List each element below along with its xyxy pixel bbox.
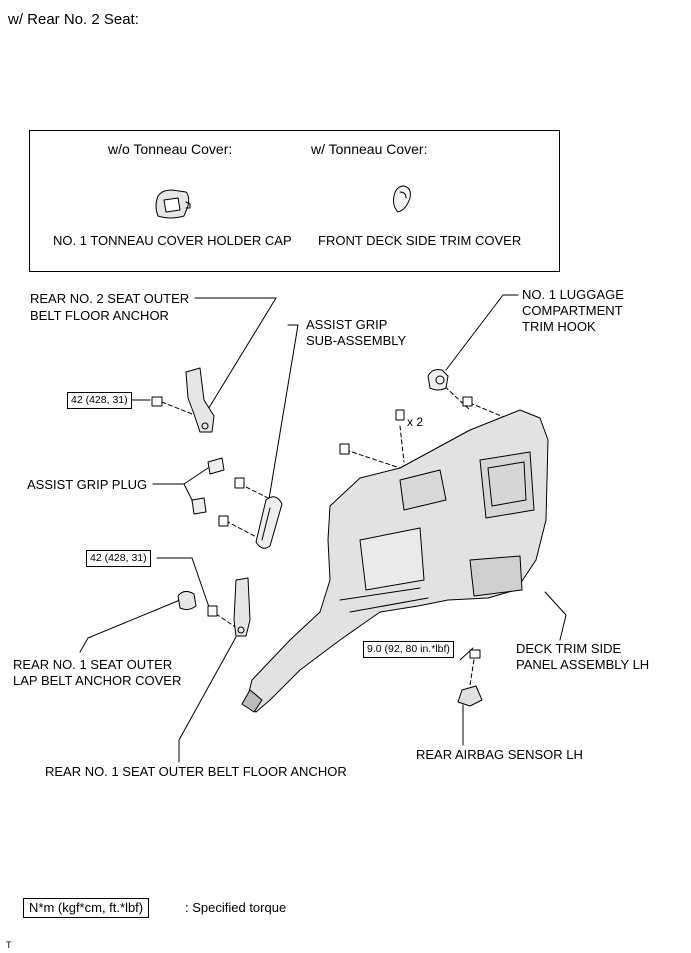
- inset-right-title: w/ Tonneau Cover:: [311, 141, 428, 157]
- label-lap-cover-line2: LAP BELT ANCHOR COVER: [13, 673, 182, 688]
- label-assist-grip-plug: ASSIST GRIP PLUG: [27, 477, 148, 492]
- torque-box-anchor-lower: 42 (428, 31): [86, 550, 151, 567]
- label-rear1-anchor: REAR NO. 1 SEAT OUTER BELT FLOOR ANCHOR: [45, 764, 347, 779]
- assist-grip-plug-part: [191, 457, 225, 515]
- inset-left-title: w/o Tonneau Cover:: [108, 141, 233, 157]
- page-heading: w/ Rear No. 2 Seat:: [8, 11, 139, 28]
- label-assist-grip-line2: SUB-ASSEMBLY: [306, 333, 407, 348]
- label-rear2-anchor: REAR NO. 2 SEAT OUTER: [30, 291, 190, 306]
- inset-right-part-label: FRONT DECK SIDE TRIM COVER: [318, 233, 522, 248]
- label-luggage-hook-line3: TRIM HOOK: [522, 319, 596, 334]
- inset-left-part-label: NO. 1 TONNEAU COVER HOLDER CAP: [53, 233, 292, 248]
- label-rear2-anchor-line2: BELT FLOOR ANCHOR: [30, 308, 169, 323]
- luggage-trim-hook-part: [427, 369, 449, 391]
- rear-no1-belt-anchor-part: [233, 577, 251, 637]
- legend-description: : Specified torque: [185, 900, 287, 915]
- label-assist-grip: ASSIST GRIP: [306, 317, 388, 332]
- rear-no2-belt-anchor-part: [185, 367, 215, 433]
- footer-mark: T: [6, 940, 12, 950]
- assist-grip-part: [255, 496, 283, 549]
- bolt-icon: [151, 396, 473, 617]
- legend-unit-box: N*m (kgf*cm, ft.*lbf): [23, 898, 150, 918]
- airbag-sensor-part: [457, 649, 483, 707]
- label-deck-panel-line2: PANEL ASSEMBLY LH: [516, 657, 650, 672]
- front-deck-side-trim-cover-icon: [393, 185, 411, 213]
- label-luggage-hook-line2: COMPARTMENT: [522, 303, 623, 318]
- torque-box-sensor: 9.0 (92, 80 in.*lbf): [363, 641, 454, 658]
- label-quantity: x 2: [407, 415, 424, 429]
- deck-trim-side-panel-part: [241, 409, 549, 713]
- torque-box-anchor-upper: 42 (428, 31): [67, 392, 132, 409]
- label-airbag-sensor: REAR AIRBAG SENSOR LH: [416, 747, 583, 762]
- label-deck-panel: DECK TRIM SIDE: [516, 641, 622, 656]
- lap-belt-anchor-cover-part: [177, 590, 197, 611]
- label-lap-cover: REAR NO. 1 SEAT OUTER: [13, 657, 173, 672]
- tonneau-cover-holder-cap-icon: [155, 189, 191, 219]
- label-luggage-hook: NO. 1 LUGGAGE: [522, 287, 624, 302]
- inset-panel: [29, 130, 560, 272]
